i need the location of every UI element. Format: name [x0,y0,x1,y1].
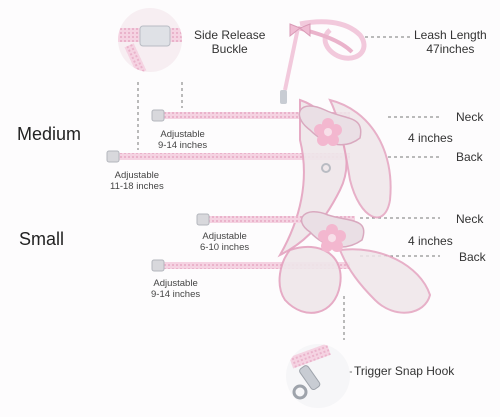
small-gap-label: 4 inches [408,234,453,248]
trigger-snap-hook-label: Trigger Snap Hook [354,364,455,378]
small-back-adjust-line1: Adjustable [153,278,198,289]
snap-hook-closeup [286,344,350,408]
size-small-label: Small [19,229,65,249]
side-release-buckle-line2: Buckle [211,42,248,56]
size-medium-label: Medium [17,124,82,144]
dashed-guides [137,36,440,373]
medium-neck-adjust: Adjustable 9-14 inches [158,129,207,151]
medium-harness [106,98,392,258]
small-back-adjust: Adjustable 9-14 inches [151,278,200,300]
medium-back-adjust-line2: 11-18 inches [110,181,164,192]
small-harness [151,210,432,314]
small-neck-adjust-line2: 6-10 inches [200,242,250,253]
side-release-buckle-label: Side Release Buckle [194,28,265,56]
small-back-adjust-line2: 9-14 inches [151,289,201,300]
medium-gap-label: 4 inches [408,131,453,145]
leash-illustration [280,19,367,104]
medium-back-label: Back [456,150,483,164]
small-neck-adjust-line1: Adjustable [202,231,247,242]
medium-back-adjust-line1: Adjustable [114,170,160,181]
medium-back-adjust: Adjustable 11-18 inches [110,170,164,192]
small-neck-adjust: Adjustable 6-10 inches [200,231,249,253]
side-release-buckle-line1: Side Release [194,28,266,42]
small-back-label: Back [459,250,486,264]
leash-length-line1: Leash Length [414,28,487,42]
leash-length-line2: 47inches [426,42,475,56]
medium-neck-adjust-line2: 9-14 inches [158,140,208,151]
medium-neck-label: Neck [456,110,484,124]
leash-length-label: Leash Length 47inches [414,28,487,56]
medium-neck-adjust-line1: Adjustable [160,129,205,140]
small-neck-label: Neck [456,212,484,226]
buckle-closeup [118,8,182,72]
